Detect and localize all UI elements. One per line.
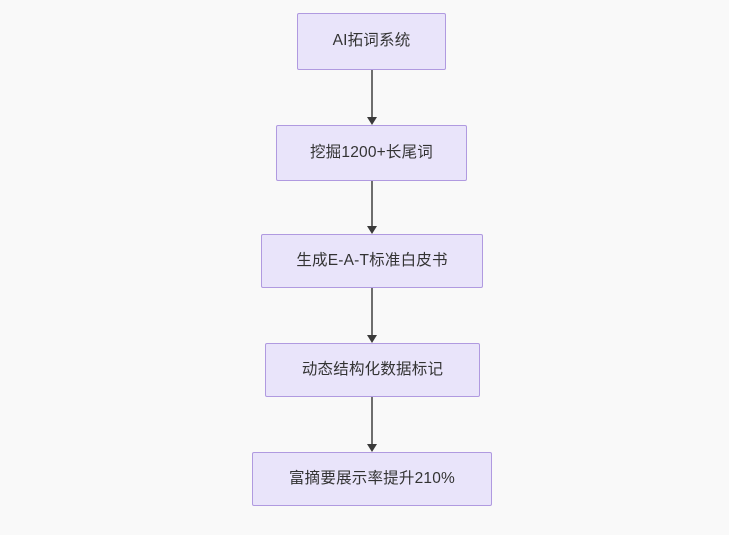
flowchart-node-1-label: AI拓词系统 [332,32,411,50]
flowchart-node-5-label: 富摘要展示率提升210% [288,469,456,487]
flowchart-edge-4-5 [366,397,377,452]
arrowhead-icon [366,335,377,343]
flowchart-node-3-label: 生成E-A-T标准白皮书 [296,251,448,269]
flowchart-edge-2-3 [366,181,377,234]
arrowhead-icon [366,444,377,452]
flowchart-node-2[interactable]: 挖掘1200+长尾词 [276,125,467,181]
flowchart-node-3[interactable]: 生成E-A-T标准白皮书 [261,234,483,288]
edge-line [371,181,373,227]
edge-line [371,397,373,445]
arrowhead-icon [366,117,377,125]
edge-line [371,288,373,336]
flowchart-edge-1-2 [366,70,377,125]
flowchart-edge-3-4 [366,288,377,343]
flowchart-node-4[interactable]: 动态结构化数据标记 [265,343,480,397]
flowchart-node-2-label: 挖掘1200+长尾词 [309,143,434,161]
arrowhead-icon [366,226,377,234]
flowchart-node-1[interactable]: AI拓词系统 [297,13,446,70]
edge-line [371,70,373,118]
flowchart-node-5[interactable]: 富摘要展示率提升210% [252,452,492,506]
flowchart-node-4-label: 动态结构化数据标记 [301,360,444,378]
